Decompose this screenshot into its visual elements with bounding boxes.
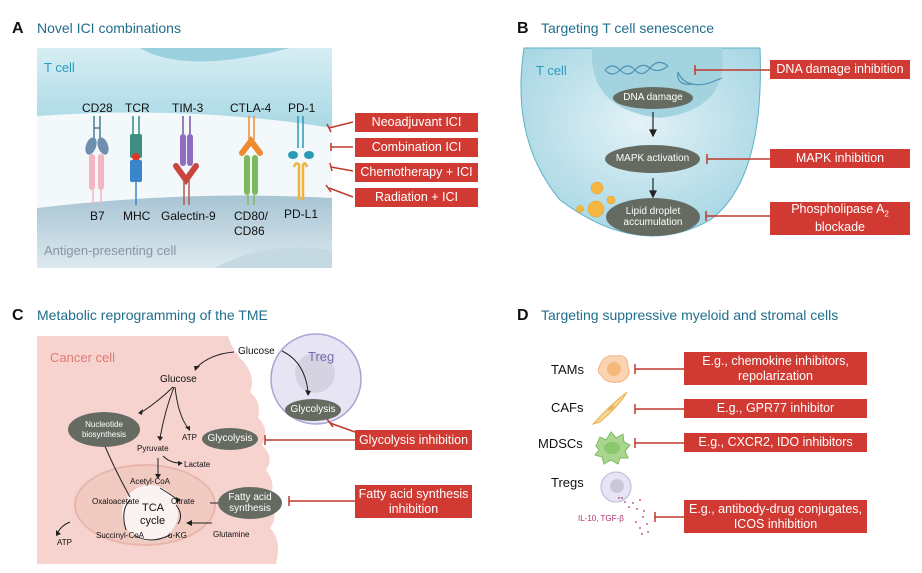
ligand-label-cd80: CD80/ <box>234 209 269 223</box>
node-lipid-droplet: Lipid droplet accumulation <box>606 198 700 236</box>
therapy-glycolysis-inhibition: Glycolysis inhibition <box>355 430 472 450</box>
t-cell-membrane <box>37 48 332 128</box>
node-mapk-activation: MAPK activation <box>605 145 700 173</box>
cell-label-cafs: CAFs <box>551 400 584 415</box>
apc-nucleus <box>215 247 332 268</box>
ctla4-cd80-pair <box>239 116 263 205</box>
acetyl-coa-label: Acetyl-CoA <box>130 477 171 486</box>
panel-c-letter: C <box>12 307 24 324</box>
tca-label-line2: cycle <box>140 515 166 527</box>
panel-b-title: Targeting T cell senescence <box>541 20 715 36</box>
succinyl-coa-label: Succinyl-CoA <box>96 531 145 540</box>
ligand-label-galectin9: Galectin-9 <box>161 209 216 223</box>
t-cell-label: T cell <box>44 60 75 75</box>
b-t-cell-label: T cell <box>536 63 567 78</box>
therapy-pla2-line2: blockade <box>814 219 866 234</box>
oxaloacetate-label: Oxaloacetate <box>92 497 140 506</box>
therapy-mdscs: E.g., CXCR2, IDO inhibitors <box>684 433 867 452</box>
therapy-pla2-line1: Phospholipase A2 <box>791 202 889 219</box>
therapy-combination-ici: Combination ICI <box>355 138 478 157</box>
receptor-label-tim3: TIM-3 <box>172 101 204 115</box>
panel-c-title: Metabolic reprogramming of the TME <box>37 307 268 323</box>
panel-d-letter: D <box>517 307 529 324</box>
ligand-label-mhc: MHC <box>123 209 151 223</box>
node-glycolysis: Glycolysis <box>202 428 258 450</box>
citrate-label: Citrate <box>171 497 195 506</box>
ligand-label-cd86: CD86 <box>234 224 265 238</box>
cd28-b7-pair <box>85 116 109 205</box>
node-lipid-droplet-line1: Lipid droplet <box>625 205 681 217</box>
treg-d-cell-icon <box>600 471 632 503</box>
panel-d-title: Targeting suppressive myeloid and stroma… <box>541 307 839 323</box>
receptor-label-ctla4: CTLA-4 <box>230 101 272 115</box>
panel-c-inhibitor-lines <box>264 418 356 506</box>
panel-d-inhibitor-lines <box>634 364 684 522</box>
panel-b-inhibitor-lines <box>694 65 770 221</box>
therapy-chemotherapy-ici: Chemotherapy + ICI <box>355 163 478 182</box>
atp-tca-label: ATP <box>57 538 72 547</box>
therapy-radiation-ici: Radiation + ICI <box>355 188 478 207</box>
cell-label-tregs: Tregs <box>551 475 584 490</box>
receptor-label-cd28: CD28 <box>82 101 113 115</box>
apc-label: Antigen-presenting cell <box>44 243 177 258</box>
therapy-tams: E.g., chemokine inhibitors, repolarizati… <box>684 352 867 385</box>
pyruvate-label: Pyruvate <box>137 444 169 453</box>
therapy-mapk-inhibition: MAPK inhibition <box>770 149 910 168</box>
cytokines-label: IL-10, TGF-β <box>578 514 624 523</box>
node-fatty-acid-synthesis: Fatty acid synthesis <box>218 487 282 519</box>
receptor-label-pd1: PD-1 <box>288 101 316 115</box>
lactate-label: Lactate <box>184 460 211 469</box>
panel-a-letter: A <box>12 20 24 37</box>
panel-a-inhibitor-lines <box>325 121 354 198</box>
panel-a-title: Novel ICI combinations <box>37 20 181 36</box>
node-dna-damage: DNA damage <box>613 87 693 109</box>
mdsc-cell-icon <box>594 431 631 465</box>
node-treg-glycolysis: Glycolysis <box>285 399 341 421</box>
dna-helix-icon <box>604 61 723 86</box>
caf-cell-icon <box>591 391 628 425</box>
cancer-cell-label: Cancer cell <box>50 350 116 365</box>
ligand-label-b7: B7 <box>90 209 105 223</box>
panel-c-arrows <box>57 350 309 541</box>
node-nucleotide-biosynthesis: Nucleotide biosynthesis <box>68 412 140 447</box>
apc-membrane <box>37 195 332 268</box>
tca-cycle-circle <box>122 485 178 541</box>
node-lipid-droplet-line2: accumulation <box>623 217 683 228</box>
receptor-label-tcr: TCR <box>125 101 150 115</box>
tca-label-line1: TCA <box>142 502 164 514</box>
therapy-dna-damage-inhibition: DNA damage inhibition <box>770 60 910 79</box>
therapy-fatty-acid-synthesis-inhibition: Fatty acid synthesis inhibition <box>355 485 472 518</box>
therapy-tregs: E.g., antibody-drug conjugates, ICOS inh… <box>684 500 867 533</box>
therapy-cafs: E.g., GPR77 inhibitor <box>684 399 867 418</box>
b-arrows <box>649 112 657 199</box>
t-cell-nucleus <box>140 48 290 62</box>
cytokine-dots-icon <box>618 497 649 535</box>
cell-label-tams: TAMs <box>551 362 584 377</box>
pd1-pdl1-pair <box>288 116 314 200</box>
tim3-galectin9-pair <box>173 116 199 205</box>
tam-cell-icon <box>597 355 630 383</box>
ligand-label-pdl1: PD-L1 <box>284 207 319 221</box>
atp-glycolysis: ATP <box>182 433 197 442</box>
panel-b-letter: B <box>517 20 529 37</box>
lipid-droplets-icon <box>576 181 616 218</box>
therapy-phospholipase-a2-blockade: Phospholipase A2 blockade <box>770 202 910 235</box>
glucose-internal: Glucose <box>160 374 197 385</box>
tcr-mhc-pair <box>130 116 142 205</box>
cell-label-mdscs: MDSCs <box>538 436 583 451</box>
treg-label: Treg <box>308 349 335 364</box>
akg-label: α-KG <box>168 531 187 540</box>
glucose-external: Glucose <box>238 346 275 357</box>
therapy-neoadjuvant-ici: Neoadjuvant ICI <box>355 113 478 132</box>
glutamine-label: Glutamine <box>213 530 250 539</box>
